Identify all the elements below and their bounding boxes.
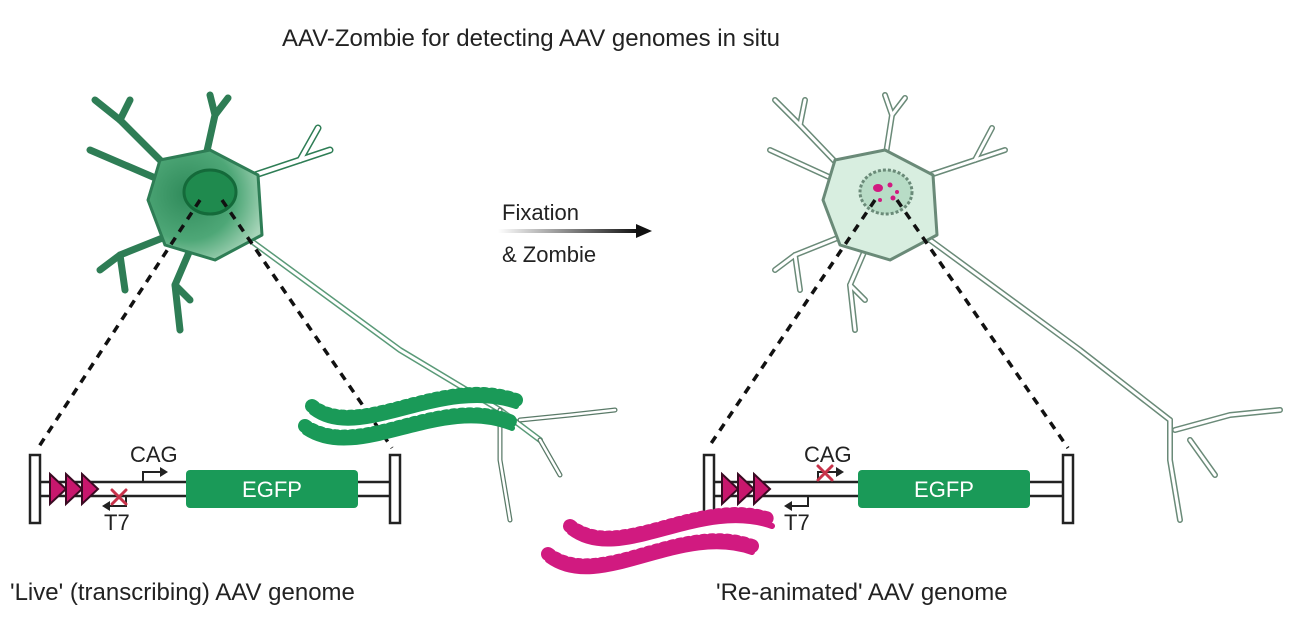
t7-promoter-arrow-right	[792, 496, 809, 507]
rna-strands-magenta	[541, 507, 779, 575]
egfp-label-right: EGFP	[914, 477, 974, 502]
cag-label-right: CAG	[804, 442, 852, 467]
itr-triangles-left	[49, 471, 100, 507]
zoom-lines-right	[706, 199, 1070, 449]
egfp-box-left	[186, 470, 358, 508]
neuron-fixed	[767, 92, 1283, 523]
egfp-label-left: EGFP	[242, 477, 302, 502]
t7-label-right: T7	[784, 510, 810, 535]
zoom-lines-left	[36, 199, 394, 449]
mrna-strands-green	[298, 386, 523, 446]
t7-label-left: T7	[104, 510, 130, 535]
figure-title: AAV-Zombie for detecting AAV genomes in …	[282, 25, 780, 52]
aav-genome-live: EGFP CAG T7	[28, 442, 402, 535]
cross-icon-right	[816, 464, 834, 482]
aav-genome-reanimated: EGFP CAG T7	[702, 442, 1075, 535]
nucleus-dots	[873, 182, 899, 202]
fixation-arrow	[498, 224, 652, 238]
arrow-label-line1: Fixation	[502, 200, 579, 225]
itr-triangles-right	[721, 471, 772, 507]
neuron-live	[86, 91, 618, 523]
t7-promoter-arrow-left	[110, 496, 127, 507]
caption-reanimated: 'Re-animated' AAV genome	[716, 579, 1008, 606]
arrow-label-line2: & Zombie	[502, 242, 596, 267]
cag-label-left: CAG	[130, 442, 178, 467]
egfp-box-right	[858, 470, 1030, 508]
cag-promoter-arrow-left	[142, 471, 160, 482]
caption-live: 'Live' (transcribing) AAV genome	[10, 579, 355, 606]
cross-icon-left	[110, 488, 128, 506]
